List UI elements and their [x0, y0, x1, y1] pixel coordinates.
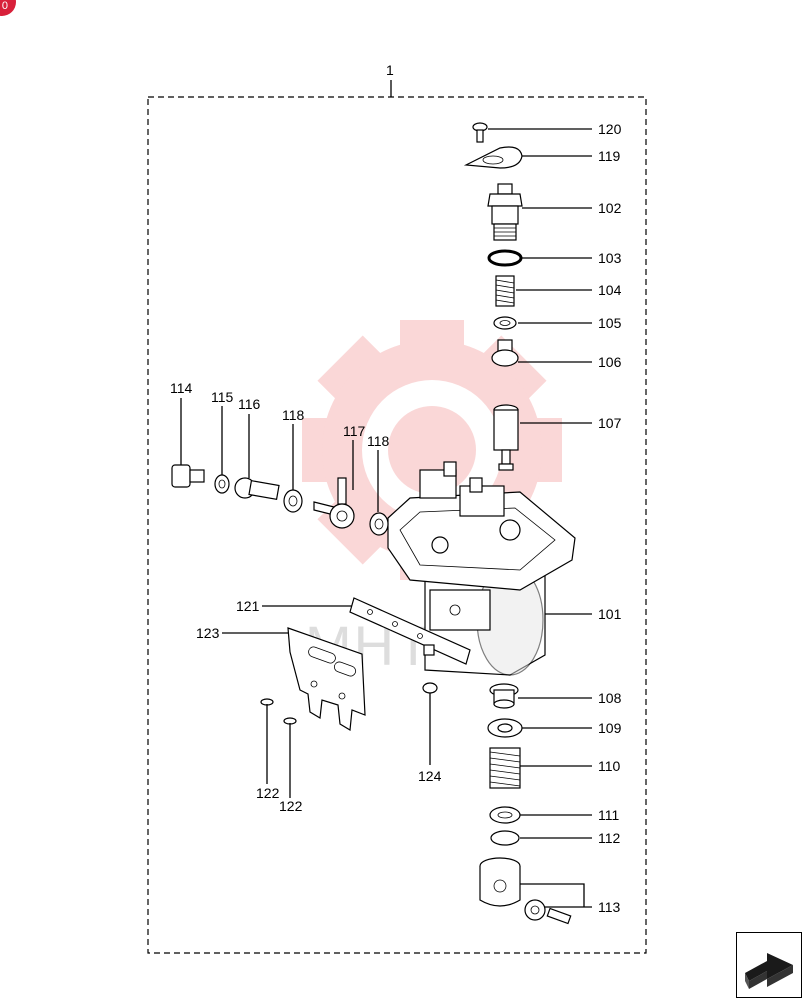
part-117-banjo: 117 [313, 423, 366, 529]
next-arrow-icon [745, 953, 793, 989]
svg-text:104: 104 [598, 282, 622, 298]
part-122-screw-a: 122 [256, 698, 280, 801]
svg-text:122: 122 [279, 798, 303, 814]
svg-text:124: 124 [418, 768, 442, 784]
part-105-washer: 105 [493, 315, 622, 331]
part-113-tappet: 113 [479, 857, 621, 925]
part-118-washer-a: 118 [282, 407, 305, 513]
part-116-union: 116 [234, 396, 280, 501]
part-108-spring-seat: 108 [489, 683, 622, 709]
svg-text:110: 110 [598, 758, 621, 774]
part-123-plate: 123 [196, 625, 366, 732]
svg-text:114: 114 [170, 380, 193, 396]
part-122-screw-b: 122 [279, 717, 303, 814]
svg-text:117: 117 [343, 423, 366, 439]
part-103-o-ring: 103 [487, 249, 622, 267]
part-101-pump-housing: 101 [387, 461, 622, 676]
svg-text:101: 101 [598, 606, 622, 622]
svg-text:118: 118 [367, 433, 390, 449]
svg-text:116: 116 [238, 396, 261, 412]
part-104-spring: 104 [495, 275, 622, 307]
svg-text:122: 122 [256, 785, 280, 801]
part-121-control-rack: 121 [236, 597, 471, 665]
part-106-delivery-valve: 106 [491, 339, 622, 370]
svg-text:102: 102 [598, 200, 622, 216]
svg-text:120: 120 [598, 121, 622, 137]
svg-text:105: 105 [598, 315, 622, 331]
next-page-button[interactable] [736, 932, 802, 998]
svg-text:106: 106 [598, 354, 622, 370]
part-111-lower-seat: 111 [489, 806, 619, 824]
part-114-bolt: 114 [170, 380, 205, 488]
svg-text:112: 112 [598, 830, 621, 846]
svg-text:113: 113 [598, 899, 621, 915]
svg-text:121: 121 [236, 598, 260, 614]
part-124-pin: 124 [418, 682, 442, 784]
part-112-shim: 112 [490, 830, 621, 846]
part-120-screw: 120 [472, 121, 622, 143]
part-109-collar: 109 [487, 718, 622, 738]
svg-text:103: 103 [598, 250, 622, 266]
svg-text:109: 109 [598, 720, 622, 736]
assembly-boundary [147, 96, 647, 954]
part-119-lock-plate: 119 [463, 146, 621, 169]
part-115-washer: 115 [211, 389, 234, 494]
svg-text:108: 108 [598, 690, 622, 706]
svg-text:119: 119 [598, 148, 621, 164]
part-118-washer-b: 118 [367, 433, 390, 536]
part-107-plunger-barrel: 107 [493, 404, 622, 471]
svg-text:123: 123 [196, 625, 220, 641]
part-110-plunger-spring: 110 [489, 747, 621, 789]
svg-text:111: 111 [598, 807, 619, 823]
svg-text:115: 115 [211, 389, 234, 405]
part-102-valve-holder: 102 [487, 183, 622, 241]
svg-text:107: 107 [598, 415, 622, 431]
svg-text:118: 118 [282, 407, 305, 423]
assembly-label: 1 [386, 62, 394, 78]
